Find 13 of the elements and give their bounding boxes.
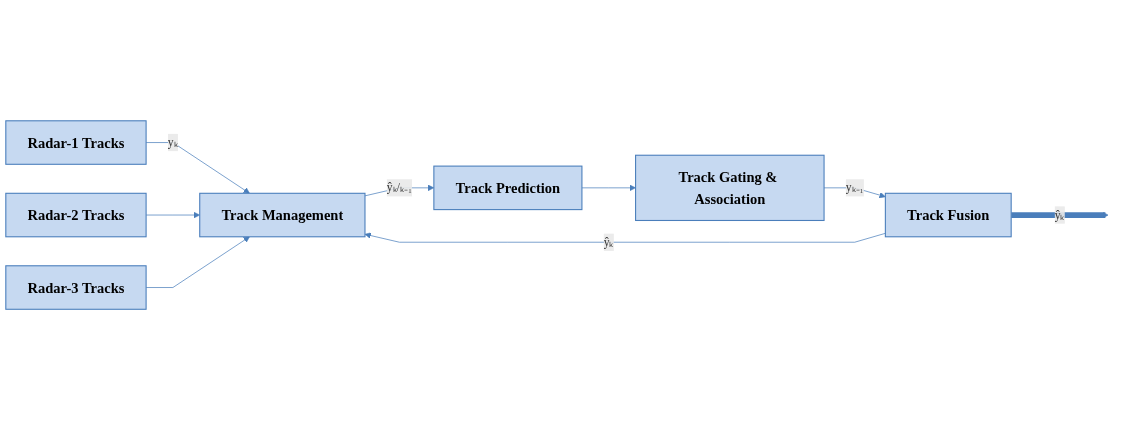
arrow <box>1011 211 1109 219</box>
node-box: Track Gating & Association <box>635 154 825 221</box>
node-box: Radar-2 Tracks <box>5 192 147 238</box>
node-box: Track Prediction <box>433 165 583 211</box>
node-box: Radar-3 Tracks <box>5 265 147 310</box>
node-box: Radar-1 Tracks <box>5 120 147 165</box>
node-box: Track Management <box>199 192 366 238</box>
edge-label: yₖ₋₁ <box>845 181 864 194</box>
edge-label: yₖ <box>167 135 178 149</box>
edge-label: ŷₖ <box>1054 208 1065 221</box>
edge-label: ŷₖ/ₖ₋₁ <box>386 181 413 194</box>
node-box: Track Fusion <box>884 192 1012 238</box>
edge-label: ŷₖ <box>603 235 614 248</box>
